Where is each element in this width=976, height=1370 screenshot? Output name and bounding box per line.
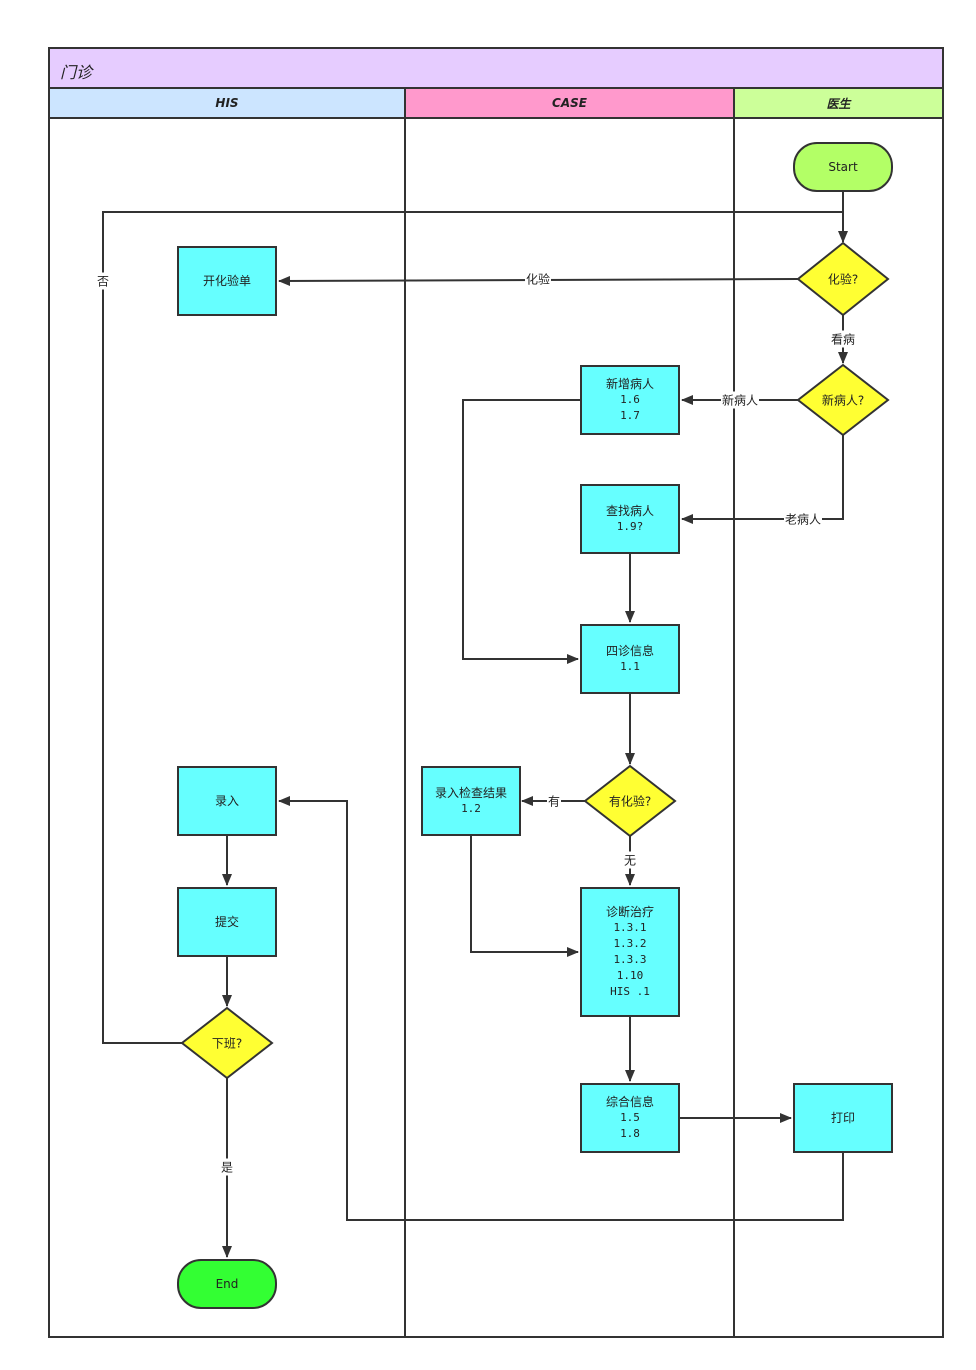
edge-label-no: 否 (95, 272, 111, 290)
process-four-diagnosis: 四诊信息 1.1 (580, 624, 680, 694)
process-label: 录入 (214, 794, 239, 808)
decision-has-lab: 有化验? (608, 794, 652, 809)
process-diagnosis-treatment: 诊断治疗 1.3.1 1.3.2 1.3.3 1.10 HIS .1 (580, 887, 680, 1017)
lane-divider (404, 87, 406, 1338)
process-code: 1.7 (620, 409, 640, 422)
start-node: Start (793, 142, 893, 192)
end-node: End (177, 1259, 277, 1309)
process-label: 诊断治疗 (605, 905, 654, 919)
process-label: 综合信息 (605, 1095, 654, 1109)
process-add-patient: 新增病人 1.6 1.7 (580, 365, 680, 435)
process-code: 1.2 (461, 802, 481, 815)
edge-label-see-doctor: 看病 (829, 330, 857, 348)
process-code: 1.3.3 (613, 953, 647, 966)
process-code: 1.3.2 (613, 937, 647, 950)
decision-lab-shape (796, 241, 890, 317)
lane-divider (733, 87, 735, 1338)
process-code: 1.10 (616, 969, 644, 982)
start-label: Start (828, 160, 858, 174)
process-code: 1.9? (616, 520, 644, 533)
process-entry: 录入 (177, 766, 277, 836)
lane-header-doctor: 医生 (733, 87, 944, 119)
process-code: HIS .1 (610, 985, 650, 998)
edge-add-to-four (462, 399, 580, 664)
process-code: 1.1 (620, 660, 640, 673)
edge-enter-to-diag (470, 836, 579, 957)
process-label: 查找病人 (605, 504, 654, 518)
process-code: 1.8 (620, 1127, 640, 1140)
process-label: 开化验单 (202, 274, 251, 288)
decision-offwork: 下班? (211, 1036, 243, 1051)
process-code: 1.6 (620, 393, 640, 406)
process-label: 录入检查结果 (434, 786, 507, 800)
process-label: 新增病人 (605, 377, 654, 391)
edge-label-new-patient: 新病人 (720, 391, 760, 409)
edge-label-yes: 是 (219, 1158, 235, 1176)
decision-has-lab-shape (583, 764, 677, 838)
decision-lab: 化验? (827, 272, 859, 287)
edge-label-has: 有 (546, 792, 562, 810)
process-print: 打印 (793, 1083, 893, 1153)
process-open-lab-order: 开化验单 (177, 246, 277, 316)
decision-new-patient-shape (796, 363, 890, 437)
edge-label-none: 无 (622, 851, 638, 869)
process-submit: 提交 (177, 887, 277, 957)
lane-header-his: HIS (48, 87, 406, 119)
edge-print-to-entry (278, 796, 844, 1221)
process-label: 打印 (830, 1111, 855, 1125)
process-enter-results: 录入检查结果 1.2 (421, 766, 521, 836)
edge-offwork-to-start-loop (102, 211, 843, 1044)
edge-label-lab: 化验 (524, 270, 552, 288)
process-label: 四诊信息 (605, 644, 654, 658)
process-code: 1.5 (620, 1111, 640, 1124)
process-label: 提交 (214, 915, 239, 929)
edge-new-to-find (681, 435, 844, 524)
decision-new-patient: 新病人? (821, 393, 865, 408)
edge-label-old-patient: 老病人 (783, 510, 823, 528)
process-summary: 综合信息 1.5 1.8 (580, 1083, 680, 1153)
decision-offwork-shape (180, 1006, 274, 1080)
process-find-patient: 查找病人 1.9? (580, 484, 680, 554)
end-label: End (215, 1277, 239, 1291)
process-code: 1.3.1 (613, 921, 647, 934)
